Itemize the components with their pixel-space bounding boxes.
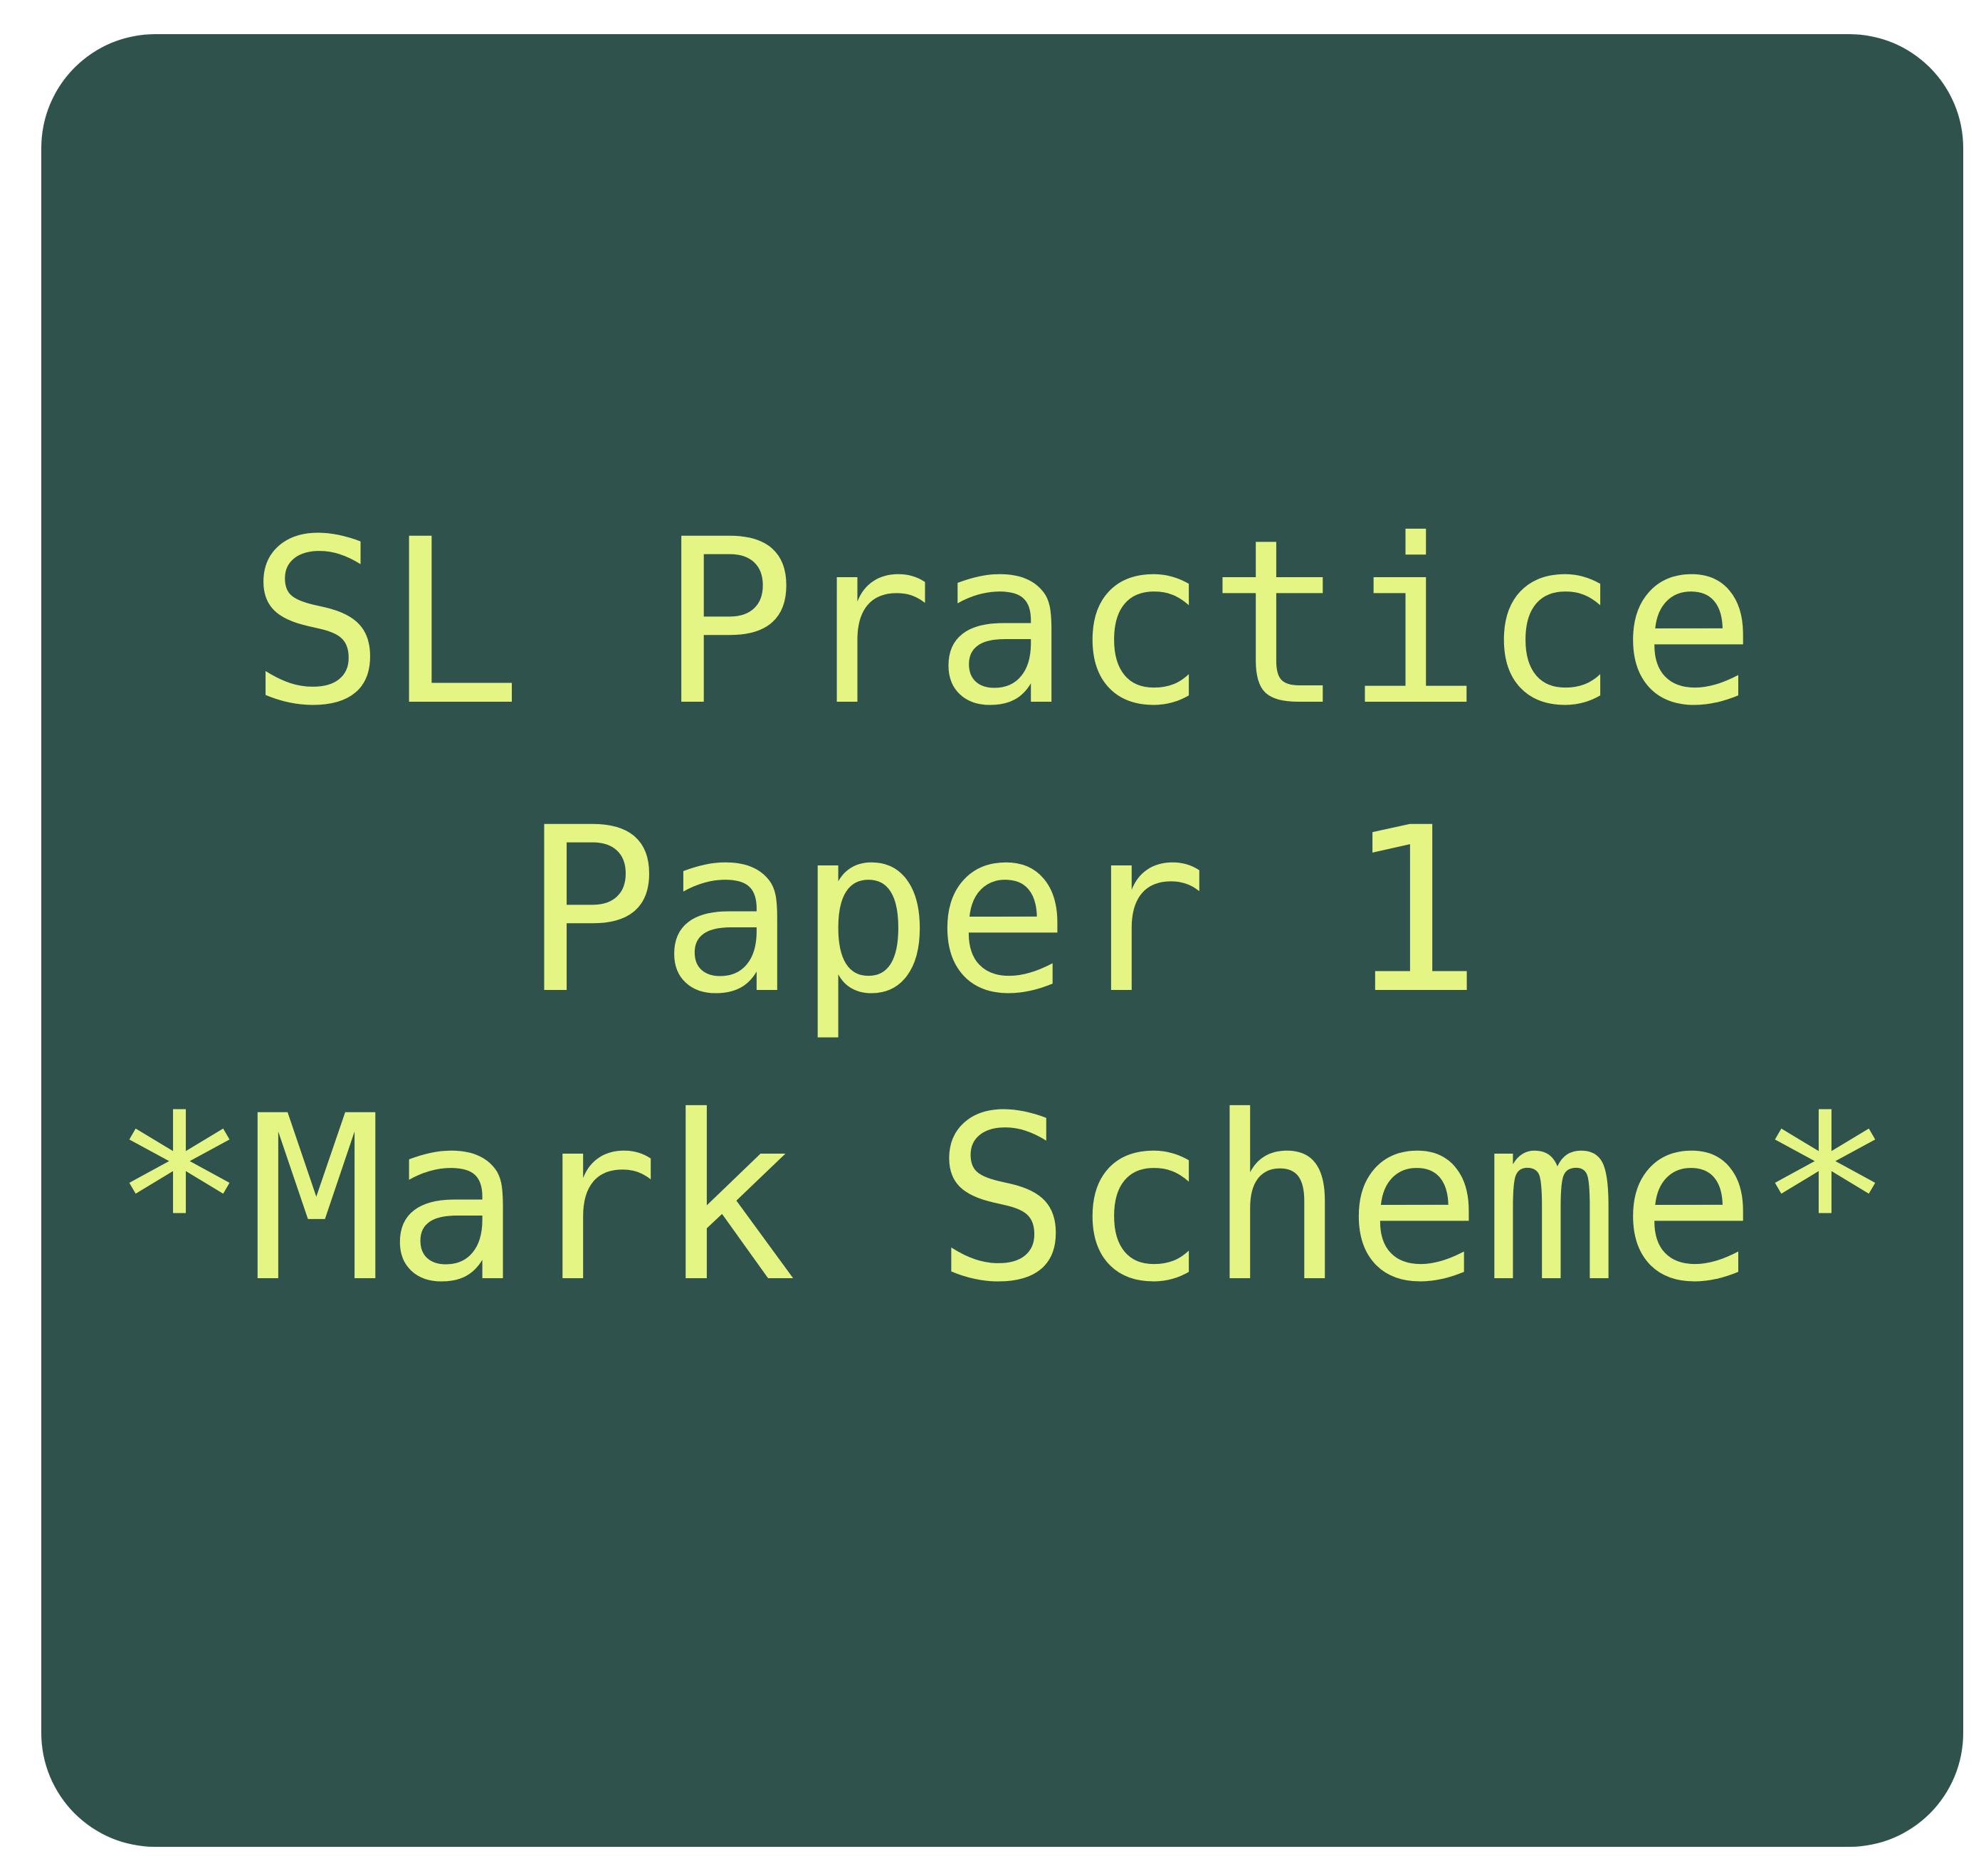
title-card: SL Practice Paper 1 *Mark Scheme* [41,34,1963,1847]
title-block: SL Practice Paper 1 *Mark Scheme* [111,480,1894,1344]
title-line-course: SL Practice [248,491,1757,756]
title-line-mark-scheme: *Mark Scheme* [110,1068,1894,1332]
title-line-paper: Paper 1 [522,779,1483,1044]
